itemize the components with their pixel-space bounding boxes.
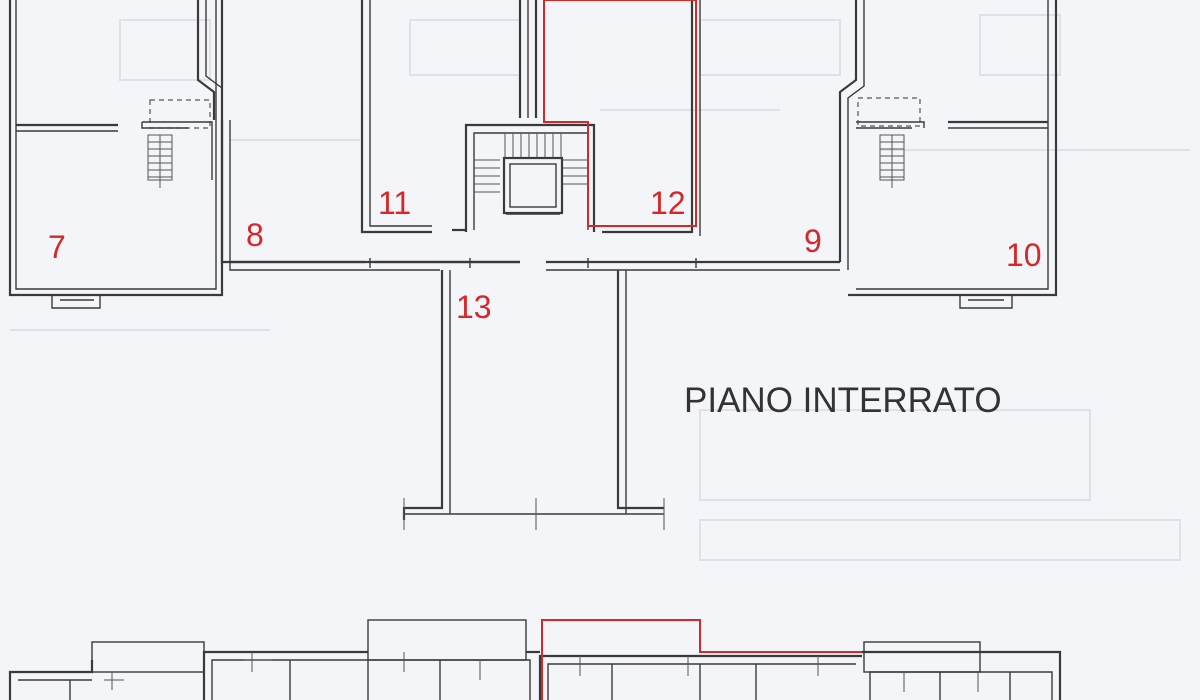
plan-title: PIANO INTERRATO: [684, 381, 1002, 420]
unit-11-walls: [360, 0, 529, 234]
unit-12-highlight-outline: [543, 0, 697, 227]
unit-label-9: 9: [804, 223, 822, 259]
lower-unit-highlight-outline: [541, 619, 862, 700]
unit-7-staircase: [147, 134, 173, 188]
background-ghost-lines: [10, 14, 1190, 561]
unit-12-walls: [534, 0, 701, 236]
unit-10-walls: [848, 0, 1058, 309]
central-staircase: [474, 133, 588, 193]
unit-9-walls: [838, 0, 865, 270]
central-stair-core: [464, 123, 596, 232]
unit-label-13: 13: [456, 289, 492, 325]
unit-label-11: 11: [378, 185, 411, 221]
unit-label-7: 7: [48, 229, 66, 265]
lower-floor-plan: [8, 619, 1062, 700]
unit-label-12: 12: [650, 185, 686, 221]
elevator-shaft: [502, 156, 564, 215]
corridor-walls: [230, 258, 840, 530]
unit-10-staircase: [879, 134, 905, 188]
unit-7-walls: [8, 0, 224, 309]
unit-label-10: 10: [1006, 237, 1042, 273]
unit-label-8: 8: [246, 217, 264, 253]
